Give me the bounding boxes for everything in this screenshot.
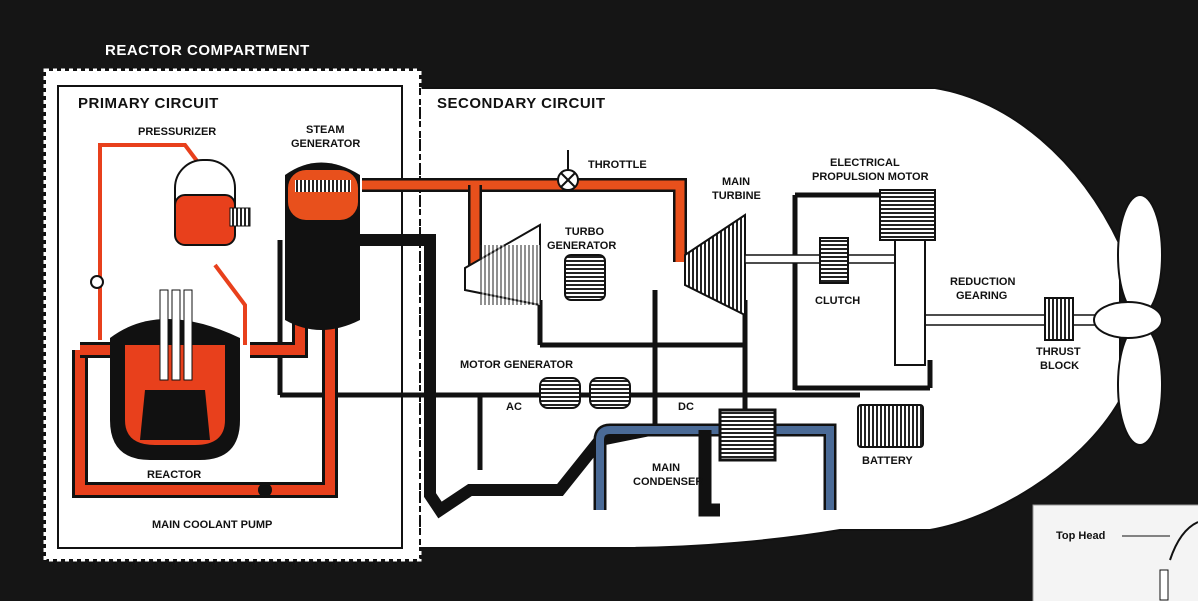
main-condenser-label-2: CONDENSER [633,476,703,489]
motor-generator-label: MOTOR GENERATOR [460,359,573,372]
main-turbine-label-2: TURBINE [712,190,761,203]
battery-label: BATTERY [862,455,913,468]
dc-label: DC [678,401,694,414]
thrust-block-label-2: BLOCK [1040,360,1079,373]
thrust-block [1045,298,1073,340]
turbo-generator-label-2: GENERATOR [547,240,616,253]
reactor-label: REACTOR [147,469,201,482]
ac-label: AC [506,401,522,414]
thrust-block-label-1: THRUST [1036,346,1081,359]
throttle-label: THROTTLE [588,159,647,172]
reactor-compartment-label: REACTOR COMPARTMENT [105,44,310,57]
main-condenser-label-1: MAIN [652,462,680,475]
main-coolant-pump [258,483,272,497]
battery [858,405,923,447]
reduction-gearing-label-2: GEARING [956,290,1007,303]
steam-generator-label-2: GENERATOR [291,138,360,151]
secondary-circuit-label: SECONDARY CIRCUIT [437,97,606,110]
main-turbine-label-1: MAIN [722,176,750,189]
clutch-label: CLUTCH [815,295,860,308]
pressurizer-label: PRESSURIZER [138,126,216,139]
main-coolant-pump-label: MAIN COOLANT PUMP [152,519,272,532]
main-condenser [720,410,775,460]
turbo-generator-label-1: TURBO [565,226,604,239]
primary-circuit-label: PRIMARY CIRCUIT [78,97,219,110]
reduction-gearing-label-1: REDUCTION [950,276,1015,289]
steam-generator-label-1: STEAM [306,124,345,137]
electrical-propulsion-motor-label-2: PROPULSION MOTOR [812,171,929,184]
clutch [820,238,848,283]
steam-generator [285,163,360,331]
inset-panel [1033,505,1198,601]
top-head-label: Top Head [1056,530,1105,543]
electrical-propulsion-motor-label-1: ELECTRICAL [830,157,900,170]
